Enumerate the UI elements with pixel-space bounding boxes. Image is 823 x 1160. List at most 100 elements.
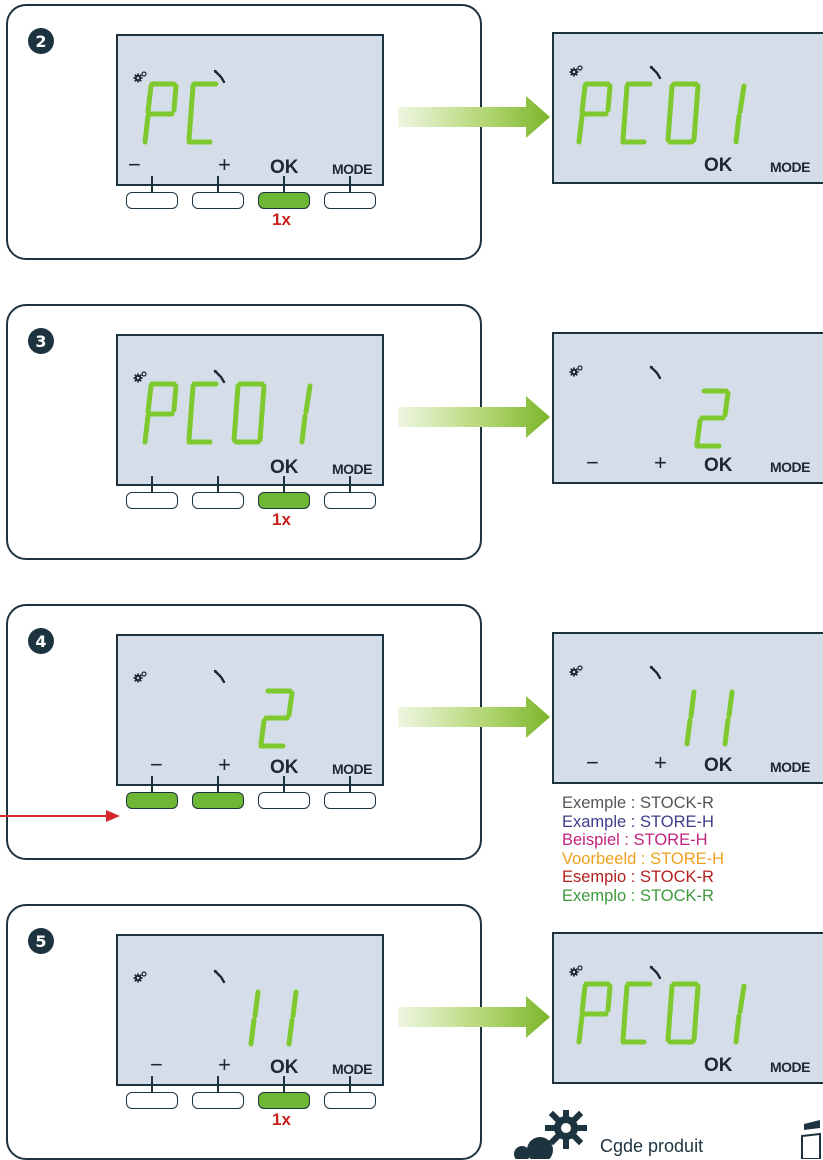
- mode-label: MODE: [332, 761, 373, 777]
- minus-button[interactable]: [126, 792, 178, 809]
- segment-display: [576, 981, 747, 1045]
- plus-button[interactable]: [192, 492, 244, 509]
- arrow-icon: [398, 396, 550, 438]
- plus-label: +: [218, 152, 231, 177]
- wrench-icon: [649, 365, 662, 380]
- figure-icon: [801, 1120, 821, 1159]
- ok-label: OK: [704, 1055, 733, 1076]
- ok-label: OK: [270, 157, 299, 178]
- mode-button[interactable]: [324, 792, 376, 809]
- step-panel: 5 − + OK MODE 1x: [6, 904, 482, 1160]
- mode-label: MODE: [770, 759, 811, 775]
- ok-label: OK: [270, 757, 299, 778]
- minus-label: −: [150, 1052, 163, 1077]
- minus-label: −: [128, 152, 141, 177]
- settings-gear-icon: [568, 365, 583, 378]
- plus-label: +: [654, 450, 667, 475]
- segment-display: [694, 388, 731, 449]
- example-line: Exemple : STOCK-R: [562, 794, 714, 812]
- arrow-icon: [398, 96, 550, 138]
- minus-label: −: [150, 752, 163, 777]
- button-row: [126, 776, 386, 836]
- settings-gear-icon: [568, 65, 583, 78]
- example-line: Esempio : STOCK-R: [562, 868, 714, 887]
- ok-button[interactable]: [258, 192, 310, 209]
- arrow-icon: [398, 996, 550, 1038]
- step-number: 3: [28, 328, 54, 354]
- wrench-icon: [213, 669, 226, 684]
- mode-label: MODE: [770, 1059, 811, 1075]
- minus-button[interactable]: [126, 192, 178, 209]
- mode-button[interactable]: [324, 1092, 376, 1109]
- settings-gear-icon: [568, 665, 583, 678]
- result-display: − + OK MODE: [552, 632, 823, 784]
- wrench-icon: [649, 665, 662, 680]
- plus-button[interactable]: [192, 1092, 244, 1109]
- button-row: 1x: [126, 1076, 386, 1136]
- mode-label: MODE: [770, 159, 811, 175]
- settings-gear-icon: [132, 371, 147, 384]
- segment-display: [142, 381, 313, 445]
- example-line: Beispiel : STORE-H: [562, 831, 708, 850]
- ok-button[interactable]: [258, 492, 310, 509]
- segment-display: [248, 989, 299, 1047]
- ok-button[interactable]: [258, 1092, 310, 1109]
- ok-label: OK: [704, 155, 733, 176]
- step-panel: 3 OK MODE 1x: [6, 304, 482, 560]
- logo-text: Cgde produit: [600, 1136, 704, 1156]
- wrench-icon: [213, 969, 226, 984]
- segment-display: [258, 688, 295, 749]
- mode-button[interactable]: [324, 192, 376, 209]
- ok-label: OK: [704, 755, 733, 776]
- wrench-icon: [649, 965, 662, 980]
- example-list: Exemple : STOCK-R Example : STORE-H Beis…: [562, 794, 724, 906]
- press-count: 1x: [272, 510, 291, 529]
- minus-button[interactable]: [126, 492, 178, 509]
- step-panel: 4 − + OK MODE: [6, 604, 482, 860]
- plus-label: +: [218, 752, 231, 777]
- segment-display: [576, 81, 747, 145]
- example-line: Exemplo : STOCK-R: [562, 886, 714, 905]
- mode-label: MODE: [332, 1061, 373, 1077]
- step-number: 5: [28, 928, 54, 954]
- settings-gear-icon: [568, 965, 583, 978]
- minus-label: −: [586, 750, 599, 775]
- plus-button[interactable]: [192, 192, 244, 209]
- result-display: OK MODE: [552, 32, 823, 184]
- mode-button[interactable]: [324, 492, 376, 509]
- example-line: Voorbeeld : STORE-H: [562, 849, 725, 868]
- step-number: 4: [28, 628, 54, 654]
- mode-label: MODE: [332, 461, 373, 477]
- ok-button[interactable]: [258, 792, 310, 809]
- gears-icon: [514, 1110, 587, 1159]
- wrench-icon: [213, 69, 226, 84]
- press-count: 1x: [272, 1110, 291, 1129]
- button-row: 1x: [126, 176, 386, 236]
- plus-button[interactable]: [192, 792, 244, 809]
- ok-label: OK: [704, 455, 733, 476]
- ok-label: OK: [270, 457, 299, 478]
- segment-display: [684, 689, 735, 747]
- plus-label: +: [654, 750, 667, 775]
- example-line: Example : STORE-H: [562, 812, 714, 831]
- mode-label: MODE: [770, 459, 811, 475]
- pointer-arrow: [0, 810, 120, 822]
- result-display: − + OK MODE: [552, 332, 823, 484]
- minus-button[interactable]: [126, 1092, 178, 1109]
- arrow-icon: [398, 696, 550, 738]
- mode-label: MODE: [332, 161, 373, 177]
- lcd-display: OK MODE: [116, 334, 384, 486]
- segment-display: [142, 81, 219, 145]
- minus-label: −: [586, 450, 599, 475]
- plus-label: +: [218, 1052, 231, 1077]
- step-panel: 2 − + OK MODE 1x: [6, 4, 482, 260]
- wrench-icon: [213, 369, 226, 384]
- press-count: 1x: [272, 210, 291, 229]
- lcd-display: − + OK MODE: [116, 34, 384, 186]
- settings-gear-icon: [132, 971, 147, 984]
- result-display: OK MODE: [552, 932, 823, 1084]
- settings-gear-icon: [132, 671, 147, 684]
- step-number: 2: [28, 28, 54, 54]
- lcd-display: − + OK MODE: [116, 934, 384, 1086]
- settings-gear-icon: [132, 71, 147, 84]
